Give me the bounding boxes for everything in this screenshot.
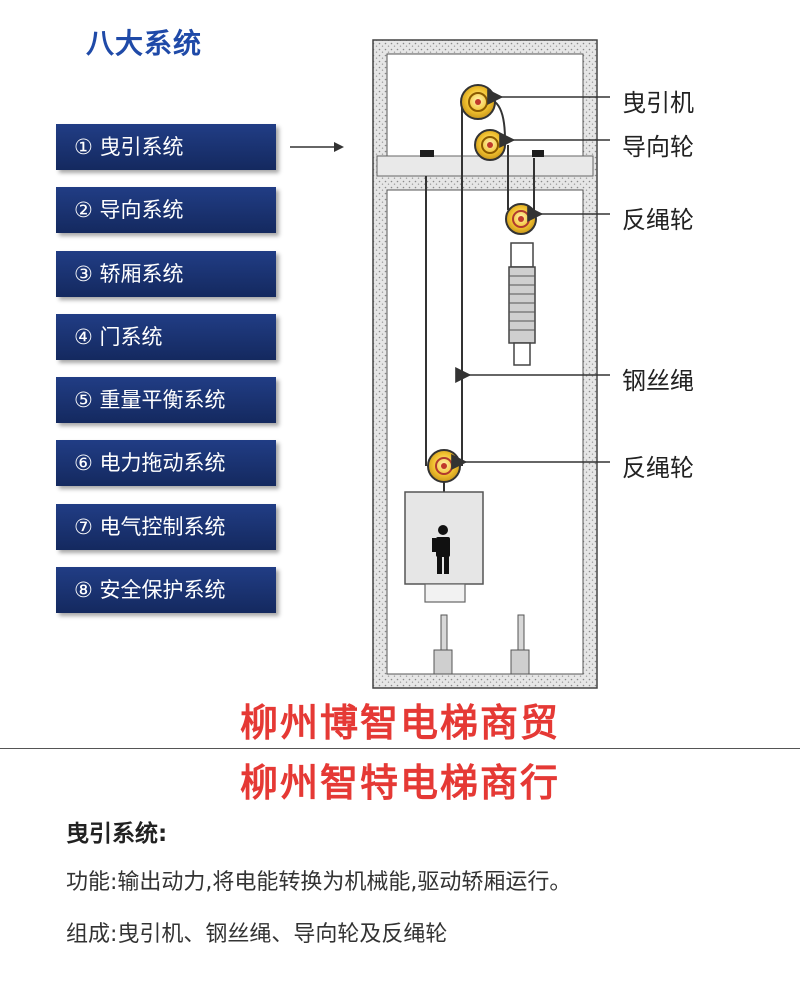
system-item-door[interactable]: ④ 门系统 (56, 313, 276, 360)
page-title: 八大系统 (86, 27, 203, 60)
pit-buffer-right (510, 614, 530, 675)
system-item-weight-balance[interactable]: ⑤ 重量平衡系统 (56, 377, 276, 424)
label-diverter-top: 反绳轮 (622, 206, 694, 234)
counterweight-sheave-icon (505, 203, 537, 235)
description-heading: 曳引系统: (66, 821, 168, 847)
system-item-car[interactable]: ③ 轿厢系统 (56, 250, 276, 297)
floor-block-left (420, 150, 434, 157)
system-item-guide[interactable]: ② 导向系统 (56, 187, 276, 234)
guide-wheel-icon (474, 129, 506, 161)
label-guide-wheel: 导向轮 (622, 133, 694, 161)
description-function: 功能:输出动力,将电能转换为机械能,驱动轿厢运行。 (66, 870, 572, 895)
description-composition: 组成:曳引机、钢丝绳、导向轮及反绳轮 (66, 922, 448, 947)
floor-block-right (532, 150, 544, 157)
label-traction-machine: 曳引机 (622, 89, 694, 117)
section-divider (0, 748, 800, 749)
pit-buffer-left (433, 614, 453, 675)
label-wire-rope: 钢丝绳 (622, 367, 694, 395)
callout-arrows (451, 89, 610, 470)
wire-rope-lines (425, 100, 535, 466)
system-item-traction[interactable]: ① 曳引系统 (56, 124, 276, 170)
system-item-electric-control[interactable]: ⑦ 电气控制系统 (56, 503, 276, 550)
label-diverter-car: 反绳轮 (622, 454, 694, 482)
watermark-line-2: 柳州智特电梯商行 (239, 761, 560, 805)
system-list: ① 曳引系统 ② 导向系统 ③ 轿厢系统 ④ 门系统 ⑤ 重量平衡系统 ⑥ 电力… (56, 124, 276, 630)
watermark-line-1: 柳州博智电梯商贸 (239, 701, 560, 745)
passenger-icon (432, 525, 450, 574)
counterweight-icon (508, 242, 536, 366)
system-item-power-drive[interactable]: ⑥ 电力拖动系统 (56, 440, 276, 487)
system-item-safety[interactable]: ⑧ 安全保护系统 (56, 567, 276, 614)
elevator-diagram (372, 39, 610, 689)
pointer-arrow-icon (290, 142, 344, 152)
traction-machine-icon (460, 84, 496, 120)
